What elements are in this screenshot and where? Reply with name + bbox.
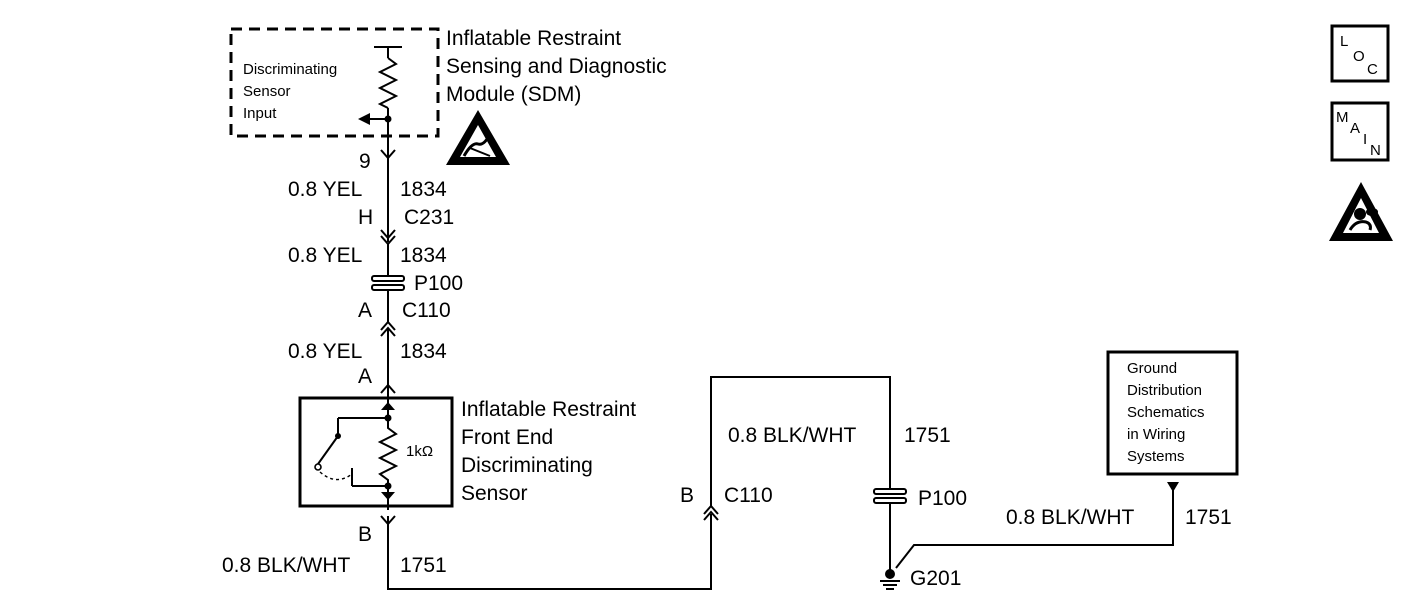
splice-p100-right-label: P100 — [918, 487, 967, 510]
esd-warning-icon — [446, 110, 510, 165]
ground-g201-icon — [880, 569, 900, 590]
ground-ref-line-4: in Wiring — [1127, 426, 1185, 443]
connector-h-label: H — [358, 206, 373, 229]
sensor-title-line-1: Inflatable Restraint — [461, 398, 636, 421]
loc-letter-o: O — [1353, 48, 1365, 65]
sensor-resistor-label: 1kΩ — [406, 443, 433, 460]
main-icon[interactable]: M A I N — [1330, 101, 1390, 162]
p100-right-upper — [873, 488, 907, 495]
sdm-dashed-box — [229, 27, 440, 138]
main-letter-i: I — [1363, 131, 1367, 148]
connector-c110-top-label: C110 — [402, 299, 451, 322]
wire-4-circuit: 1751 — [400, 554, 447, 577]
wire-6-circuit: 1751 — [1185, 506, 1232, 529]
loc-letter-l: L — [1340, 33, 1348, 50]
wire-5-circuit: 1751 — [904, 424, 951, 447]
p100-top-upper — [371, 275, 405, 282]
wire-2-gauge: 0.8 YEL — [288, 244, 362, 267]
splice-p100-top-label: P100 — [414, 272, 463, 295]
sdm-resistor — [358, 46, 402, 150]
sdm-input-line-1: Discriminating — [243, 61, 337, 78]
sensor-pin-b-label: B — [358, 523, 372, 546]
connector-a-top-label: A — [358, 299, 372, 322]
wire-2-circuit: 1834 — [400, 244, 447, 267]
ground-ref-line-2: Distribution — [1127, 382, 1202, 399]
pin-9-label: 9 — [359, 150, 371, 173]
main-letter-n: N — [1370, 142, 1381, 159]
wire-4-gauge: 0.8 BLK/WHT — [222, 554, 351, 577]
p100-right-lower — [873, 497, 907, 504]
connector-c231-label: C231 — [404, 206, 454, 229]
sdm-input-line-2: Sensor — [243, 83, 291, 100]
sdm-title-line-3: Module (SDM) — [446, 83, 581, 106]
wire-1-circuit: 1834 — [400, 178, 447, 201]
wire-5-gauge: 0.8 BLK/WHT — [728, 424, 857, 447]
wire-3-circuit: 1834 — [400, 340, 447, 363]
loc-icon[interactable]: L O C — [1330, 24, 1390, 83]
circuit-1751 — [380, 376, 1179, 590]
sdm-title-line-2: Sensing and Diagnostic — [446, 55, 667, 78]
sdm-input-line-3: Input — [243, 105, 277, 122]
main-letter-a: A — [1350, 120, 1360, 137]
ground-ref-line-3: Schematics — [1127, 404, 1205, 421]
circuit-1834 — [371, 149, 405, 400]
wire-3-gauge: 0.8 YEL — [288, 340, 362, 363]
sdm-module: Discriminating Sensor Input — [229, 27, 440, 150]
ground-ref-line-5: Systems — [1127, 448, 1185, 465]
connector-c110-right-label: C110 — [724, 484, 773, 507]
ground-ref-line-1: Ground — [1127, 360, 1177, 377]
ground-distribution-link[interactable]: Ground Distribution Schematics in Wiring… — [1106, 350, 1239, 476]
sdm-title-line-1: Inflatable Restraint — [446, 27, 621, 50]
p100-top-lower — [371, 284, 405, 291]
sensor-box — [298, 396, 454, 508]
main-letter-m: M — [1336, 109, 1349, 126]
wire-1-gauge: 0.8 YEL — [288, 178, 362, 201]
ground-g201-label: G201 — [910, 567, 961, 590]
connector-b-right-label: B — [680, 484, 694, 507]
sensor-title-line-4: Sensor — [461, 482, 528, 505]
sensor-title-line-3: Discriminating — [461, 454, 593, 477]
ground-distribution-box[interactable] — [1106, 350, 1239, 476]
sensor-title-line-2: Front End — [461, 426, 553, 449]
sensor-pin-a-label: A — [358, 365, 372, 388]
wire-6-gauge: 0.8 BLK/WHT — [1006, 506, 1135, 529]
airbag-warning-icon[interactable] — [1329, 182, 1393, 241]
loc-letter-c: C — [1367, 61, 1378, 78]
front-end-sensor: 1kΩ — [298, 396, 454, 510]
